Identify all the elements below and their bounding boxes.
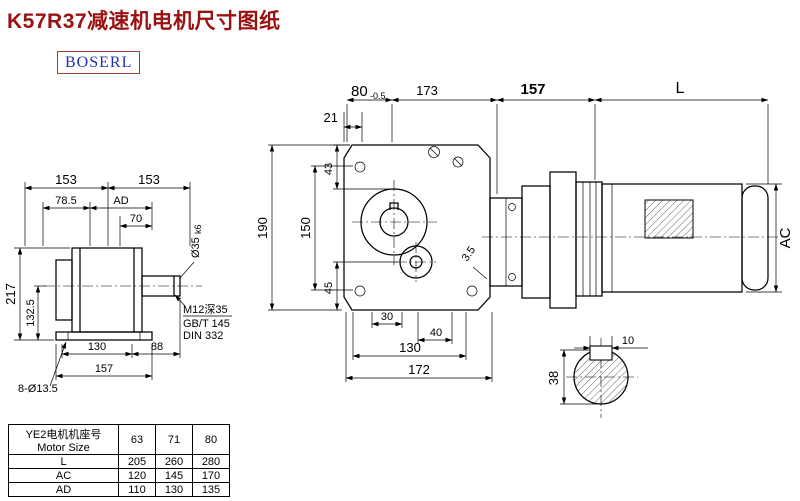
- dim-front-21: 21: [324, 110, 338, 125]
- table-cell: 260: [155, 454, 193, 469]
- note-thread-m12: M12深35: [183, 303, 228, 316]
- dim-side-132-5: 132.5: [25, 299, 37, 327]
- dim-shaft-fit: k6: [193, 224, 203, 234]
- dim-top-157: 157: [520, 81, 545, 98]
- dim-side-70: 70: [130, 213, 142, 225]
- motor-size-table: YE2电机机座号 Motor Size 63 71 80 L 205 260 2…: [8, 424, 230, 497]
- table-header-row: YE2电机机座号 Motor Size 63 71 80: [8, 424, 230, 455]
- dim-front-3-5: 3.5: [460, 244, 479, 263]
- table-cell: 120: [118, 468, 156, 483]
- dim-motor-ac: AC: [777, 227, 794, 248]
- dim-shaft-diameter: Ø35: [190, 237, 202, 258]
- table-size-col-63: 63: [118, 424, 156, 455]
- brand-logo: BOSERL: [57, 51, 141, 74]
- dim-side-78-5: 78.5: [55, 195, 76, 207]
- table-header-cn: YE2电机机座号: [25, 428, 102, 441]
- dim-side-130: 130: [88, 341, 106, 353]
- note-standard-gbt: GB/T 145: [183, 318, 230, 330]
- dim-side-holes: 8-Ø13.5: [18, 383, 58, 395]
- side-view: [44, 247, 202, 341]
- dim-section-38: 38: [546, 371, 561, 385]
- table-row-L: L 205 260 280: [8, 454, 230, 469]
- technical-drawing: 153 153 78.5 AD 70 217 132.5 130 88: [3, 80, 794, 418]
- dim-front-80: 80: [351, 83, 368, 100]
- dim-side-153-left: 153: [55, 172, 77, 187]
- dim-side-157: 157: [95, 363, 113, 375]
- table-cell: 170: [192, 468, 230, 483]
- dim-top-L: L: [676, 80, 685, 97]
- dim-front-150: 150: [298, 217, 313, 239]
- table-row-label-L: L: [8, 454, 119, 469]
- dim-front-45: 45: [323, 282, 335, 294]
- motor-view: AC: [482, 171, 794, 309]
- dim-front-172: 172: [408, 362, 430, 377]
- table-cell: 280: [192, 454, 230, 469]
- table-cell: 110: [118, 482, 156, 497]
- dim-top-173: 173: [416, 83, 438, 98]
- front-view-dimensions: 80 -0.5 173 157 L 21 190 150 43 45: [255, 80, 769, 382]
- table-row-AD: AD 110 130 135: [8, 482, 230, 497]
- dim-front-130: 130: [399, 340, 421, 355]
- dim-side-217: 217: [3, 283, 18, 305]
- table-row-label-AD: AD: [8, 482, 119, 497]
- table-cell: 205: [118, 454, 156, 469]
- motor-nameplate: [644, 199, 694, 239]
- shaft-section-view: 10 38: [546, 335, 648, 418]
- dim-front-80-tolerance: -0.5: [370, 91, 386, 101]
- dim-front-30: 30: [381, 311, 393, 323]
- table-size-col-71: 71: [155, 424, 193, 455]
- front-view: [343, 144, 491, 311]
- table-size-col-80: 80: [192, 424, 230, 455]
- table-row-AC: AC 120 145 170: [8, 468, 230, 483]
- keyway-slot: [589, 345, 613, 361]
- table-header-en: Motor Size: [37, 441, 90, 454]
- note-standard-din: DIN 332: [183, 330, 223, 342]
- table-cell: 145: [155, 468, 193, 483]
- page-title: K57R37减速机电机尺寸图纸: [7, 10, 281, 33]
- dim-front-190: 190: [255, 217, 270, 239]
- dim-side-ad: AD: [113, 195, 128, 207]
- table-row-label-AC: AC: [8, 468, 119, 483]
- table-header-cell: YE2电机机座号 Motor Size: [8, 424, 119, 455]
- side-view-dimensions: 153 153 78.5 AD 70 217 132.5 130 88: [3, 172, 232, 395]
- dim-section-10: 10: [622, 335, 634, 347]
- brand-text: BOSERL: [65, 54, 133, 71]
- table-cell: 135: [192, 482, 230, 497]
- dim-side-153-right: 153: [138, 172, 160, 187]
- dim-front-43: 43: [323, 163, 335, 175]
- table-cell: 130: [155, 482, 193, 497]
- dim-front-40: 40: [430, 327, 442, 339]
- dim-side-88: 88: [151, 341, 163, 353]
